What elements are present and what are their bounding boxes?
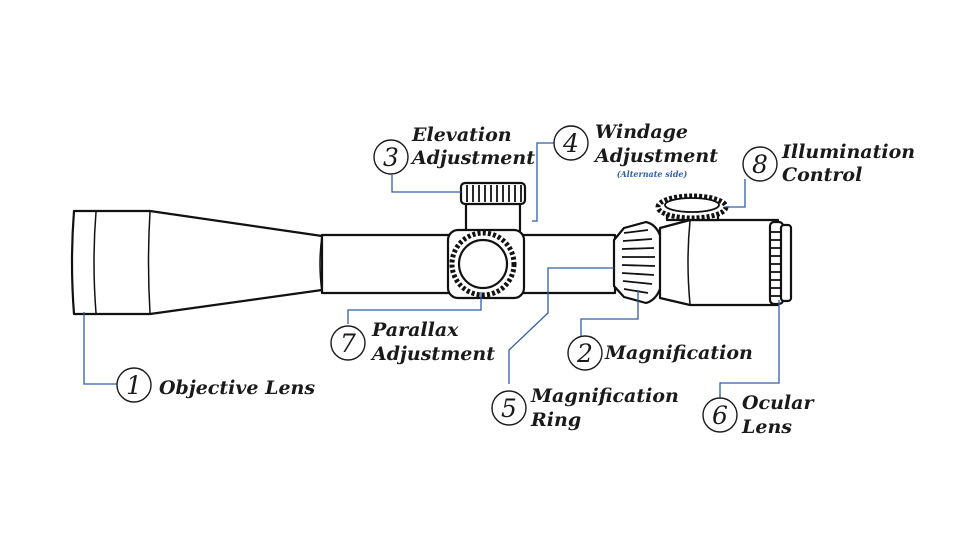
callout-3-elevation-adjustment: 3 Elevation Adjustment (373, 124, 535, 175)
callout-label-line-1: Elevation (411, 124, 512, 146)
callout-number: 7 (340, 329, 356, 358)
callout-label-line-2: Adjustment (593, 145, 718, 167)
callout-8-illumination-control: 8 Illumination Control (742, 141, 915, 186)
elevation-turret (459, 181, 527, 235)
callout-number-circle (553, 125, 589, 161)
callout-7-parallax-adjustment: 7 Parallax Adjustment (330, 319, 495, 365)
leader-lines (83, 142, 780, 398)
callout-label-line-1: Magnification (530, 385, 679, 407)
callout-number: 2 (576, 339, 593, 368)
callout-label-line-2: Lens (741, 416, 792, 438)
riflescope-illustration (70, 181, 793, 316)
callout-1-objective-lens: 1 Objective Lens (116, 367, 315, 403)
callout-number: 6 (712, 401, 728, 430)
callout-label-line-1: Parallax (371, 319, 459, 341)
turret-housing (446, 228, 526, 300)
callout-label-line-1: Windage (595, 121, 688, 143)
magnification-ring-drawing (612, 220, 666, 305)
callout-number-circle (373, 139, 409, 175)
callout-number-circle (491, 390, 527, 426)
callout-number: 4 (562, 129, 579, 158)
callout-number: 8 (752, 150, 768, 179)
callout-note: (Alternate side) (617, 169, 688, 179)
callout-label-line-2: Control (782, 164, 862, 186)
callout-number-circle (330, 325, 366, 361)
callout-number-circle (702, 397, 738, 433)
callout-label-line-2: Ring (530, 409, 581, 431)
callout-number: 1 (126, 371, 142, 400)
objective-bell (70, 209, 324, 316)
callout-label-line-1: Illumination (781, 141, 915, 163)
callout-label: Objective Lens (159, 377, 315, 399)
callout-number: 3 (383, 143, 399, 172)
callout-number-circle (567, 335, 603, 371)
callout-number-circle (742, 146, 778, 182)
callout-number-circle (116, 367, 152, 403)
illumination-knob (655, 193, 729, 222)
callout-label-line-1: Ocular (742, 392, 815, 414)
callout-label: Magnification (604, 342, 753, 364)
callout-5-magnification-ring: 5 Magnification Ring (491, 385, 679, 431)
callout-4-windage-adjustment: 4 Windage Adjustment (Alternate side) (553, 121, 718, 179)
eyepiece (658, 218, 793, 307)
callout-number: 5 (501, 394, 517, 423)
callout-label-line-2: Adjustment (370, 343, 495, 365)
callout-label-line-2: Adjustment (410, 147, 535, 169)
callout-6-ocular-lens: 6 Ocular Lens (702, 392, 815, 438)
callout-2-magnification: 2 Magnification (567, 335, 753, 371)
